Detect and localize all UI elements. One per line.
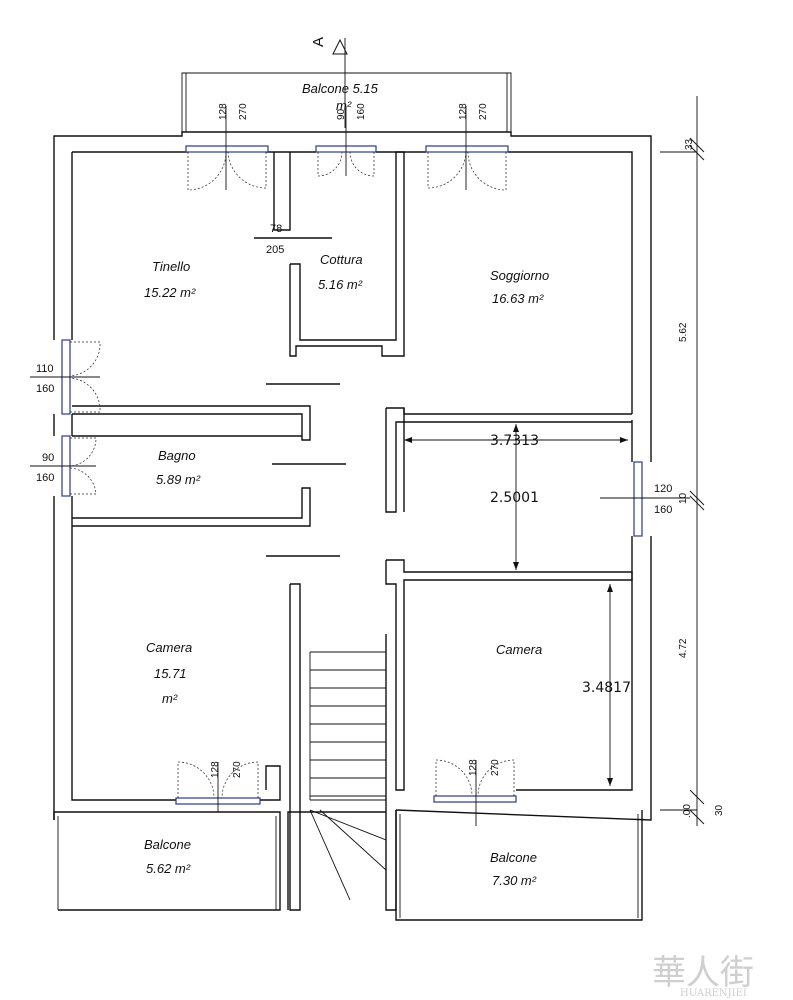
camera-left-area-2: m² [162, 691, 178, 706]
right-window-bottom: 160 [654, 504, 672, 516]
cottura-area: 5.16 m² [318, 277, 363, 292]
balcone-bl-area: 5.62 m² [146, 861, 191, 876]
watermark-chars: 華人街 [652, 953, 754, 993]
outer-walls [53, 131, 652, 821]
camera-left-label: Camera [146, 640, 192, 655]
vdim-5: .00 [682, 804, 693, 818]
camera-left-top: 128 [210, 761, 221, 778]
balcony-top: Balcone 5.15 m² [181, 72, 512, 132]
vdim-2: 5.62 [678, 322, 689, 342]
section-marker-label: A [310, 37, 327, 47]
vdim-3: 10 [678, 492, 689, 504]
vertical-dimension-line: 33 5.62 10 4.72 .00 30 [660, 96, 725, 826]
door-swings [69, 151, 515, 799]
tinello-label: Tinello [152, 259, 190, 274]
camera-right-label: Camera [496, 642, 542, 657]
watermark-latin: HUARENJIEI [680, 988, 747, 999]
camera-right-bottom: 270 [490, 759, 501, 776]
room-labels: Tinello 15.22 m² Cottura 5.16 m² Soggior… [144, 252, 549, 888]
left-window1-bottom: 160 [36, 383, 54, 395]
right-window-top: 120 [654, 483, 672, 495]
balcone-top-label: Balcone 5.15 [302, 81, 379, 96]
balcone-br-area: 7.30 m² [492, 873, 537, 888]
balcone-top-area: m² [336, 98, 352, 113]
soggiorno-area: 16.63 m² [492, 291, 544, 306]
camera-right-top: 128 [468, 759, 479, 776]
camera-left-area-1: 15.71 [154, 666, 187, 681]
balcone-br-label: Balcone [490, 850, 537, 865]
left-window1-top: 110 [36, 363, 54, 375]
windows [61, 145, 643, 805]
watermark: 華人街 HUARENJIEI [652, 953, 754, 999]
vdim-4: 4.72 [678, 638, 689, 658]
left-window2-bottom: 160 [36, 472, 54, 484]
tinello-area: 15.22 m² [144, 285, 196, 300]
measure-height-right: 3.4817 [582, 680, 631, 696]
measure-width-mid: 3.7313 [490, 433, 539, 449]
measurements: 3.7313 2.5001 3.4817 [404, 424, 631, 786]
w3-top: 128 [458, 103, 469, 120]
balcone-bl-label: Balcone [144, 837, 191, 852]
w2-bottom: 160 [356, 103, 367, 120]
interior-walls [53, 151, 643, 921]
vdim-6: 30 [714, 804, 725, 816]
kitchen-door-bottom: 205 [266, 244, 284, 256]
staircase [309, 651, 387, 901]
cottura-label: Cottura [320, 252, 363, 267]
left-window2-top: 90 [42, 452, 54, 464]
w2-top: 90 [336, 108, 347, 120]
passage-lines [254, 237, 346, 557]
w1-top: 128 [218, 103, 229, 120]
vdim-1: 33 [684, 138, 695, 150]
bagno-area: 5.89 m² [156, 472, 201, 487]
camera-left-bottom: 270 [232, 761, 243, 778]
w3-bottom: 270 [478, 103, 489, 120]
kitchen-door-top: 78 [270, 223, 282, 235]
w1-bottom: 270 [238, 103, 249, 120]
bagno-label: Bagno [158, 448, 196, 463]
measure-height-mid: 2.5001 [490, 490, 539, 506]
section-marker: A [310, 37, 348, 128]
opening-dimensions: 128 270 90 160 128 270 78 205 110 160 90… [30, 103, 690, 826]
soggiorno-label: Soggiorno [490, 268, 549, 283]
